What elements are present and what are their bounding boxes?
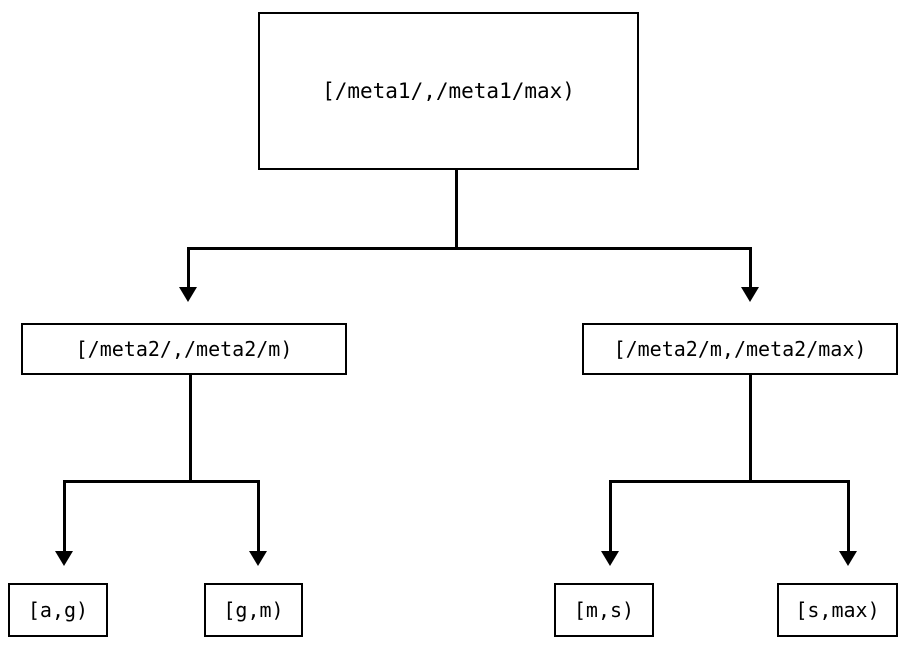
node-leaf-s-max[interactable]: [s,max) xyxy=(777,583,898,637)
arrowhead-root-to-mid-left xyxy=(179,287,197,302)
arrowhead-mid-right-to-leaf-ms xyxy=(601,551,619,566)
arrowhead-mid-left-to-leaf-gm xyxy=(249,551,267,566)
node-root[interactable]: [/meta1/,/meta1/max) xyxy=(258,12,639,170)
edge-mid-right-crossbar xyxy=(609,480,850,483)
node-leaf-g-m-label: [g,m) xyxy=(223,598,284,622)
node-leaf-m-s[interactable]: [m,s) xyxy=(554,583,654,637)
node-leaf-s-max-label: [s,max) xyxy=(795,598,880,622)
node-mid-left[interactable]: [/meta2/,/meta2/m) xyxy=(21,323,347,375)
edge-mid-right-to-leaf-smax-drop xyxy=(847,480,850,552)
edge-mid-left-crossbar xyxy=(63,480,260,483)
edge-mid-right-stem xyxy=(749,375,752,481)
edge-mid-right-to-leaf-ms-drop xyxy=(609,480,612,552)
node-mid-right-label: [/meta2/m,/meta2/max) xyxy=(613,337,867,361)
node-leaf-a-g-label: [a,g) xyxy=(27,598,89,622)
arrowhead-mid-left-to-leaf-ag xyxy=(55,551,73,566)
node-mid-left-label: [/meta2/,/meta2/m) xyxy=(75,337,293,361)
node-root-label: [/meta1/,/meta1/max) xyxy=(322,78,575,103)
node-leaf-g-m[interactable]: [g,m) xyxy=(204,583,303,637)
node-leaf-a-g[interactable]: [a,g) xyxy=(8,583,108,637)
node-leaf-m-s-label: [m,s) xyxy=(573,598,635,622)
edge-root-crossbar xyxy=(187,247,752,250)
edge-mid-left-to-leaf-gm-drop xyxy=(257,480,260,552)
edge-mid-left-stem xyxy=(189,375,192,481)
node-mid-right[interactable]: [/meta2/m,/meta2/max) xyxy=(582,323,898,375)
arrowhead-mid-right-to-leaf-smax xyxy=(839,551,857,566)
edge-root-to-mid-right-drop xyxy=(749,247,752,288)
arrowhead-root-to-mid-right xyxy=(741,287,759,302)
edge-root-stem xyxy=(455,170,458,250)
edge-mid-left-to-leaf-ag-drop xyxy=(63,480,66,552)
edge-root-to-mid-left-drop xyxy=(187,247,190,288)
